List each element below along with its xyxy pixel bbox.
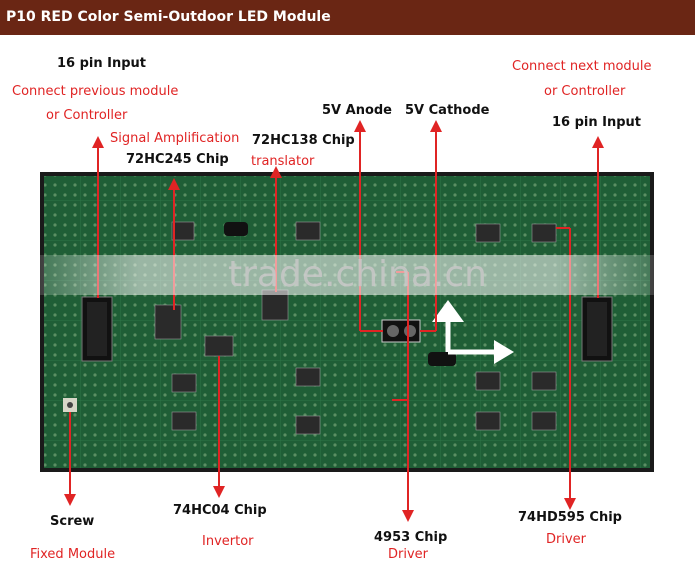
page-title: P10 RED Color Semi-Outdoor LED Module: [6, 9, 331, 25]
chip-138: [261, 289, 289, 321]
label-invertor: Invertor: [202, 534, 254, 549]
power-terminal: [381, 319, 421, 343]
capacitor-right: [428, 352, 456, 366]
chip-245-a: [171, 221, 195, 241]
watermark: trade.china.cn: [228, 254, 487, 295]
label-chip-138: 72HC138 Chip: [252, 133, 355, 148]
left-16pin-connector: [81, 296, 113, 362]
label-screw: Screw: [50, 514, 95, 529]
label-fixed-module: Fixed Module: [30, 547, 116, 562]
right-16pin-connector: [581, 296, 613, 362]
label-right-connect: Connect next module: [512, 59, 652, 74]
label-left-or: or Controller: [46, 108, 128, 123]
label-anode: 5V Anode: [322, 103, 393, 118]
label-translator: translator: [251, 154, 315, 169]
label-driver-4953: Driver: [388, 547, 429, 562]
label-cathode: 5V Cathode: [405, 103, 490, 118]
label-right-or: or Controller: [544, 84, 626, 99]
chip-04: [204, 335, 234, 357]
label-chip-595: 74HD595 Chip: [518, 510, 622, 525]
label-right-input: 16 pin Input: [552, 115, 642, 130]
label-chip-245: 72HC245 Chip: [126, 152, 229, 167]
title-bar: P10 RED Color Semi-Outdoor LED Module: [0, 0, 695, 35]
watermark-band: [0, 255, 695, 295]
label-left-input: 16 pin Input: [57, 56, 147, 71]
label-chip-04: 74HC04 Chip: [173, 503, 267, 518]
label-chip-4953: 4953 Chip: [374, 530, 448, 545]
label-driver-595: Driver: [546, 532, 587, 547]
arrowheads: [64, 120, 604, 522]
label-signal-amp: Signal Amplification: [110, 131, 240, 146]
capacitor-left: [224, 222, 248, 236]
chip-245-main: [154, 304, 182, 340]
label-left-connect: Connect previous module: [12, 84, 179, 99]
